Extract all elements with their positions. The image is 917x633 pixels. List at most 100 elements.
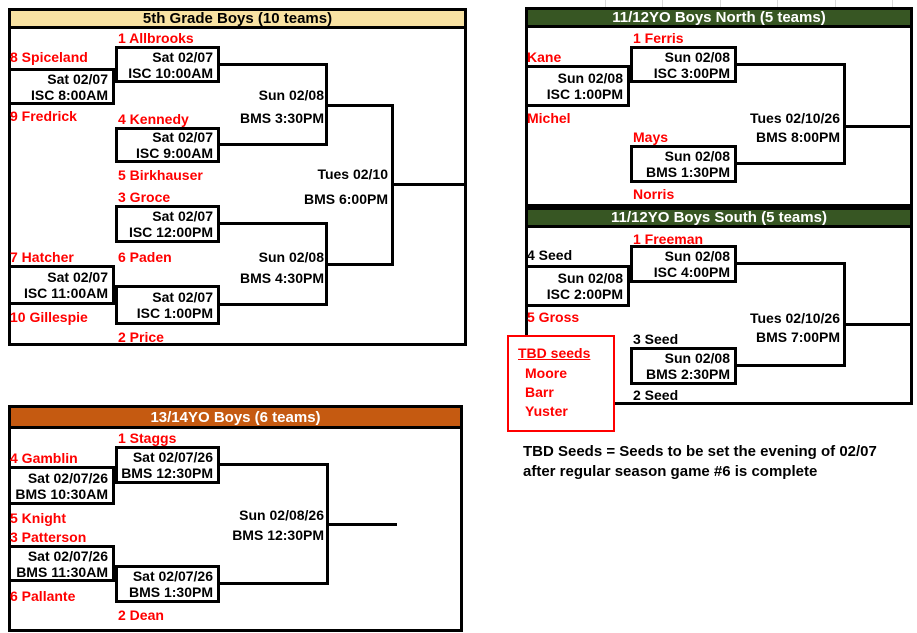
- game-date-line: Sun 02/08: [664, 248, 730, 264]
- bracket-line: [325, 263, 391, 266]
- game-date-line: Sun 02/08: [557, 270, 623, 286]
- team-label-kennedy: 4 Kennedy: [118, 111, 189, 127]
- team-label-gillespie: 10 Gillespie: [10, 309, 88, 325]
- game-box-south-semi-bottom: Sun 02/08 BMS 2:30PM: [630, 347, 737, 385]
- bracket-south-header: 11/12YO Boys South (5 teams): [525, 207, 913, 228]
- team-label-seed3: 3 Seed: [633, 331, 679, 347]
- game-venue-line: BMS 11:30AM: [16, 563, 108, 580]
- champion-line: [843, 125, 913, 128]
- tbd-seed-name: Yuster: [525, 403, 568, 419]
- game-venue-line: BMS 8:00PM: [755, 129, 840, 145]
- bracket-line: [737, 63, 843, 66]
- team-label-paden: 6 Paden: [118, 249, 172, 265]
- spreadsheet-gridline: [777, 0, 778, 7]
- game-venue-line: ISC 11:00AM: [23, 285, 108, 301]
- team-label-groce: 3 Groce: [118, 189, 171, 205]
- team-label-kane: Kane: [527, 49, 562, 65]
- team-label-freeman: 1 Freeman: [633, 231, 704, 247]
- game-date-line: Sat 02/07: [152, 289, 213, 305]
- game-date-line: Tues 02/10/26: [749, 310, 840, 326]
- game-box-north-r1: Sun 02/08 ISC 1:00PM: [525, 65, 630, 107]
- bracket-line: [220, 222, 327, 225]
- game-date-line: Sat 02/07: [47, 269, 108, 285]
- tbd-seeds-box: [507, 335, 615, 432]
- game-box-g5-price: Sat 02/07 ISC 1:00PM: [115, 285, 220, 325]
- game-venue-line: ISC 2:00PM: [546, 286, 623, 302]
- game-venue-line: ISC 10:00AM: [128, 64, 213, 81]
- team-label-seed2: 2 Seed: [633, 387, 679, 403]
- bracket-line: [220, 463, 327, 466]
- game-box-g5-allbrooks: Sat 02/07 ISC 10:00AM: [115, 46, 220, 83]
- champion-line: [326, 523, 397, 526]
- team-label-ferris: 1 Ferris: [633, 30, 684, 46]
- spreadsheet-gridline: [835, 0, 836, 7]
- game-date-line: Tues 02/10: [317, 166, 388, 182]
- game-box-g5-kennedy: Sat 02/07 ISC 9:00AM: [115, 127, 220, 163]
- game-venue-line: BMS 10:30AM: [15, 485, 108, 502]
- game-date-line: Sat 02/07/26: [132, 568, 213, 584]
- game-date-line: Sun 02/08: [664, 148, 730, 164]
- game-date-line: Sun 02/08: [664, 48, 730, 65]
- game-box-south-r1: Sun 02/08 ISC 2:00PM: [525, 265, 630, 307]
- game-venue-line: ISC 9:00AM: [135, 145, 213, 161]
- game-venue-line: BMS 1:30PM: [128, 584, 213, 600]
- team-label-michel: Michel: [527, 110, 571, 126]
- game-date-line: Sun 02/08: [258, 87, 324, 103]
- bracket-line: [220, 303, 327, 306]
- bracket-13-14-header: 13/14YO Boys (6 teams): [8, 405, 463, 429]
- game-venue-line: BMS 4:30PM: [239, 270, 324, 286]
- bracket-line: [843, 262, 846, 367]
- team-label-spiceland: 8 Spiceland: [10, 49, 88, 65]
- team-label-knight: 5 Knight: [10, 510, 66, 526]
- bracket-line: [220, 143, 327, 146]
- team-label-seed4: 4 Seed: [527, 247, 573, 263]
- team-label-hatcher: 7 Hatcher: [10, 249, 74, 265]
- game-date-line: Sun 02/08: [258, 249, 324, 265]
- spreadsheet-gridline: [662, 0, 663, 7]
- tbd-seeds-title: TBD seeds: [518, 345, 591, 361]
- bracket-5th-grade-title: 5th Grade Boys (10 teams): [142, 10, 333, 27]
- team-label-pallante: 6 Pallante: [10, 588, 76, 604]
- game-box-north-semi-bottom: Sun 02/08 BMS 1:30PM: [630, 145, 737, 183]
- team-label-gamblin: 4 Gamblin: [10, 450, 78, 466]
- game-date-line: Sat 02/07: [152, 129, 213, 145]
- bracket-line: [737, 162, 843, 165]
- team-label-patterson: 3 Patterson: [10, 529, 87, 545]
- game-venue-line: BMS 3:30PM: [239, 110, 324, 126]
- team-label-gross: 5 Gross: [527, 309, 580, 325]
- bracket-north-title: 11/12YO Boys North (5 teams): [612, 9, 826, 26]
- game-venue-line: ISC 4:00PM: [653, 264, 730, 280]
- bracket-line: [220, 582, 327, 585]
- team-label-mays: Mays: [633, 129, 669, 145]
- game-box-teen-r1-bottom: Sat 02/07/26 BMS 11:30AM: [8, 545, 115, 582]
- bracket-13-14-title: 13/14YO Boys (6 teams): [150, 408, 321, 426]
- game-venue-line: BMS 12:30PM: [232, 527, 324, 543]
- tbd-note-line-1: TBD Seeds = Seeds to be set the evening …: [523, 443, 877, 460]
- game-venue-line: BMS 1:30PM: [645, 164, 730, 180]
- game-date-line: Sat 02/07/26: [27, 547, 108, 564]
- game-date-line: Sat 02/07: [152, 208, 213, 224]
- game-box-g5-r1-bottom: Sat 02/07 ISC 11:00AM: [8, 265, 115, 305]
- bracket-north-header: 11/12YO Boys North (5 teams): [525, 7, 913, 28]
- game-date-line: Tues 02/10/26: [749, 110, 840, 126]
- team-label-fredrick: 9 Fredrick: [10, 108, 77, 124]
- bracket-line: [737, 364, 843, 367]
- bracket-south-title: 11/12YO Boys South (5 teams): [611, 209, 827, 226]
- bracket-5th-grade-header: 5th Grade Boys (10 teams): [8, 8, 467, 29]
- game-date-line: Sat 02/07/26: [27, 469, 108, 486]
- game-venue-line: ISC 1:00PM: [136, 305, 213, 321]
- champion-line: [843, 323, 913, 326]
- game-date-line: Sun 02/08: [557, 70, 623, 86]
- game-box-south-semi-top: Sun 02/08 ISC 4:00PM: [630, 245, 737, 283]
- game-date-line: Sun 02/08: [664, 350, 730, 366]
- team-label-price: 2 Price: [118, 329, 164, 345]
- game-box-north-semi-top: Sun 02/08 ISC 3:00PM: [630, 46, 737, 83]
- spreadsheet-gridline: [892, 0, 893, 7]
- game-venue-line: ISC 12:00PM: [128, 224, 213, 240]
- game-box-teen-r1-top: Sat 02/07/26 BMS 10:30AM: [8, 466, 115, 505]
- tbd-seed-name: Moore: [525, 365, 567, 381]
- spreadsheet-gridline: [605, 0, 606, 7]
- game-venue-line: ISC 8:00AM: [30, 86, 108, 103]
- tbd-seed-name: Barr: [525, 384, 554, 400]
